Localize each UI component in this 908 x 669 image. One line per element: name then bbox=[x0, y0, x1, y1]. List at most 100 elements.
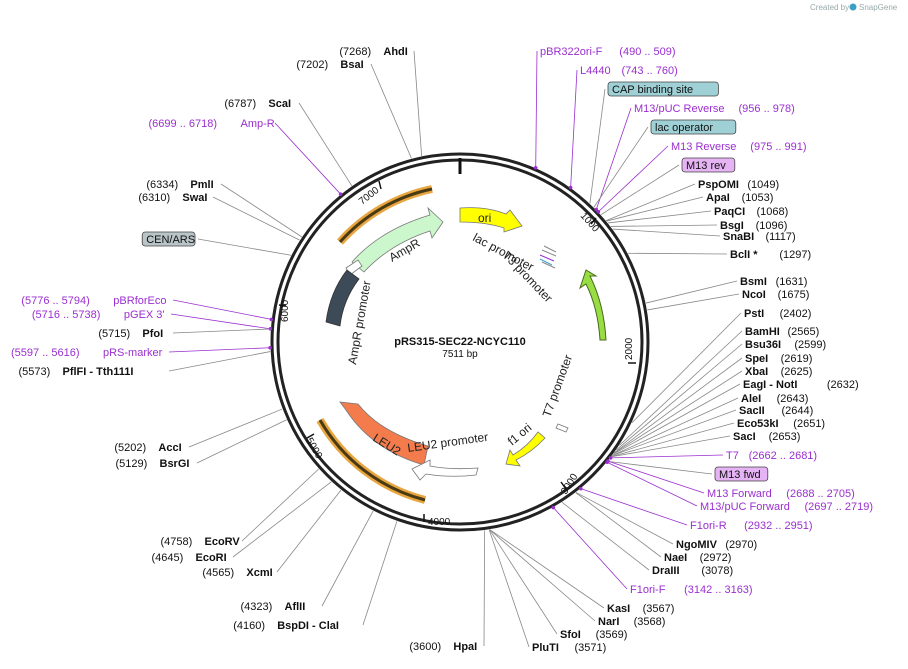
leader-line bbox=[483, 530, 486, 647]
feature-box[interactable] bbox=[681, 157, 736, 173]
leader-line bbox=[241, 468, 319, 542]
site-ncoi[interactable]: NcoI(1675) bbox=[742, 289, 809, 301]
site-name: AccI bbox=[158, 442, 181, 454]
site-pfoi[interactable]: (5715)PfoI bbox=[98, 328, 163, 340]
site-name: NaeI bbox=[664, 552, 687, 564]
leader-line bbox=[413, 50, 423, 156]
site-m13-reverse[interactable]: M13 Reverse(975 .. 991) bbox=[671, 141, 807, 153]
site-prs-marker[interactable]: (5597 .. 5616)pRS-marker bbox=[11, 347, 163, 359]
primer-site-marker bbox=[551, 505, 556, 510]
leader-line bbox=[600, 164, 680, 216]
site-position: (2688 .. 2705) bbox=[786, 488, 855, 500]
site-labels-left: (7268)AhdI(7202)BsaI (6787)ScaI (6699 .. 6… bbox=[11, 46, 477, 653]
site-spei[interactable]: SpeI(2619) bbox=[745, 353, 812, 365]
site-m13-fwd[interactable]: M13 fwd bbox=[714, 466, 769, 482]
site-bspdi-clai[interactable]: (4160)BspDI - ClaI bbox=[233, 620, 339, 632]
site-m13-rev[interactable]: M13 rev bbox=[681, 157, 736, 173]
site-aflii[interactable]: (4323)AflII bbox=[241, 601, 306, 613]
leader-line bbox=[170, 313, 271, 330]
site-m13-puc-forward[interactable]: M13/pUC Forward(2697 .. 2719) bbox=[700, 501, 873, 513]
feature-box[interactable] bbox=[650, 119, 737, 135]
feature-box-label: lac operator bbox=[655, 122, 713, 134]
primer-site-marker bbox=[533, 165, 538, 170]
site-name: F1ori-R bbox=[690, 520, 727, 532]
site-snabi[interactable]: SnaBI(1117) bbox=[723, 231, 796, 243]
site-l4440[interactable]: L4440(743 .. 760) bbox=[580, 65, 678, 77]
site-position: (2643) bbox=[777, 393, 809, 405]
site-position: (5129) bbox=[116, 458, 148, 470]
site-nari[interactable]: NarI(3568) bbox=[598, 616, 665, 628]
leader-line bbox=[232, 481, 332, 558]
leader-line bbox=[561, 501, 650, 571]
leader-line bbox=[613, 383, 741, 455]
site-m13-forward[interactable]: M13 Forward(2688 .. 2705) bbox=[707, 488, 855, 500]
site-paqci[interactable]: PaqCI(1068) bbox=[714, 206, 788, 218]
site-name: AflII bbox=[285, 601, 306, 613]
site-ecori[interactable]: (4645)EcoRI bbox=[152, 552, 227, 564]
leader-line bbox=[614, 357, 743, 453]
site-swai[interactable]: (6310)SwaI bbox=[138, 192, 207, 204]
site-lac-operator[interactable]: lac operator bbox=[650, 119, 737, 135]
site-sfoi[interactable]: SfoI(3569) bbox=[560, 629, 627, 641]
feature-box[interactable] bbox=[141, 231, 196, 247]
site-t7[interactable]: T7(2662 .. 2681) bbox=[726, 450, 817, 462]
site-pbr322ori-f[interactable]: pBR322ori-F(490 .. 509) bbox=[540, 46, 676, 58]
site-name: AleI bbox=[741, 393, 761, 405]
feature-box[interactable] bbox=[714, 466, 769, 482]
site-cap-binding-site[interactable]: CAP binding site bbox=[607, 81, 719, 97]
site-f1ori-f[interactable]: F1ori-F(3142 .. 3163) bbox=[630, 584, 753, 596]
site-name: pBR322ori-F bbox=[540, 46, 603, 58]
site-xcmi[interactable]: (4565)XcmI bbox=[202, 567, 272, 579]
site-psti[interactable]: PstI(2402) bbox=[744, 308, 811, 320]
site-bsgi[interactable]: BsgI(1096) bbox=[720, 220, 787, 232]
cen-ars-arc bbox=[325, 269, 360, 327]
site-kasi[interactable]: KasI(3567) bbox=[607, 603, 674, 615]
site-pspomi[interactable]: PspOMI(1049) bbox=[698, 179, 779, 191]
site-bsu36i[interactable]: Bsu36I(2599) bbox=[745, 339, 826, 351]
site-m13-puc-reverse[interactable]: M13/pUC Reverse(956 .. 978) bbox=[634, 103, 795, 115]
site-position: (975 .. 991) bbox=[750, 141, 806, 153]
site-eagi-noti[interactable]: EagI - NotI(2632) bbox=[743, 379, 859, 391]
site-bsai[interactable]: (7202)BsaI bbox=[296, 59, 363, 71]
feature-box[interactable] bbox=[607, 81, 719, 97]
site-bsmi[interactable]: BsmI(1631) bbox=[740, 276, 807, 288]
site-bsrgi[interactable]: (5129)BsrGI bbox=[116, 458, 190, 470]
leu2-promoter-arrow bbox=[411, 459, 479, 481]
site-apai[interactable]: ApaI(1053) bbox=[706, 192, 773, 204]
site-pgex-3[interactable]: (5716 .. 5738)pGEX 3' bbox=[32, 309, 165, 321]
site-bamhi[interactable]: BamHI(2565) bbox=[745, 326, 819, 338]
site-amp-r[interactable]: (6699 .. 6718)Amp-R bbox=[149, 118, 275, 130]
site-scai[interactable]: (6787)ScaI bbox=[224, 98, 291, 110]
site-hpai[interactable]: (3600)HpaI bbox=[409, 641, 477, 653]
site-naei[interactable]: NaeI(2972) bbox=[664, 552, 731, 564]
site-ngomiv[interactable]: NgoMIV(2970) bbox=[676, 539, 757, 551]
site-f1ori-r[interactable]: F1ori-R(2932 .. 2951) bbox=[690, 520, 813, 532]
site-ecorv[interactable]: (4758)EcoRV bbox=[161, 536, 241, 548]
site-ahdi[interactable]: (7268)AhdI bbox=[339, 46, 407, 58]
site-xbai[interactable]: XbaI(2625) bbox=[745, 366, 812, 378]
leader-line bbox=[212, 196, 300, 241]
leader-line bbox=[168, 351, 271, 372]
leader-line bbox=[628, 252, 728, 255]
site-sacii[interactable]: SacII(2644) bbox=[739, 405, 813, 417]
site-cen-ars[interactable]: CEN/ARS bbox=[141, 231, 196, 247]
site-position: (5597 .. 5616) bbox=[11, 347, 80, 359]
site-name: BclI * bbox=[730, 249, 758, 261]
snapgene-logo-icon bbox=[849, 3, 857, 11]
site-bcli[interactable]: BclI *(1297) bbox=[730, 249, 811, 261]
site-position: (1049) bbox=[747, 179, 779, 191]
site-position: (2632) bbox=[827, 379, 859, 391]
site-draiii[interactable]: DraIII(3078) bbox=[652, 565, 733, 577]
site-eco53ki[interactable]: Eco53kI(2651) bbox=[737, 418, 825, 430]
site-saci[interactable]: SacI(2653) bbox=[733, 431, 800, 443]
leader-line bbox=[612, 397, 739, 456]
site-acci[interactable]: (5202)AccI bbox=[114, 442, 181, 454]
site-pmli[interactable]: (6334)PmlI bbox=[146, 179, 213, 191]
site-name: SfoI bbox=[560, 629, 581, 641]
tick-2000: 2000 bbox=[624, 337, 635, 360]
site-pluti[interactable]: PluTI(3571) bbox=[532, 642, 606, 654]
site-pflfi-tth111i[interactable]: (5573)PflFI - Tth111I bbox=[19, 366, 134, 378]
site-pbrforeco[interactable]: (5776 .. 5794)pBRforEco bbox=[21, 295, 166, 307]
site-alei[interactable]: AleI (2643) bbox=[741, 393, 808, 405]
